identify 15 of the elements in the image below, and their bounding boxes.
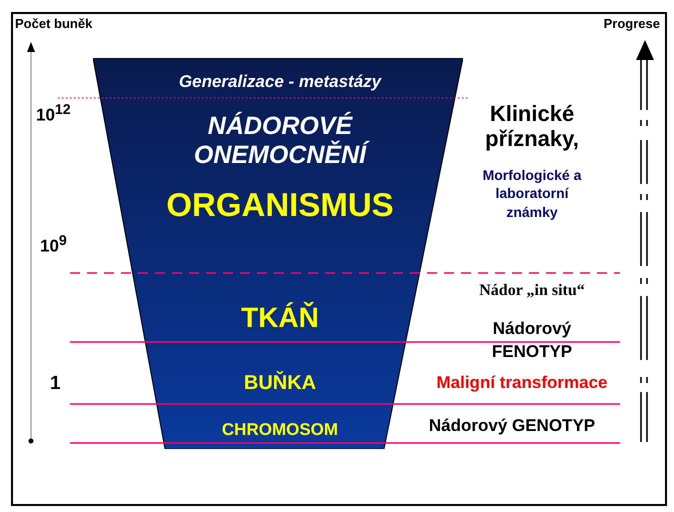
stage-text: TKÁŇ xyxy=(240,302,320,334)
heading-text: ORGANISMUS xyxy=(165,186,395,224)
stage-description: Nádorový GENOTYP xyxy=(428,416,596,436)
stage-description: Klinické příznaky, xyxy=(484,101,580,152)
stage-description: Nádor „in situ“ xyxy=(478,282,586,300)
stage-text: Generalizace - metastázy xyxy=(178,72,383,92)
stage-description: Morfologické a laboratorní známky xyxy=(482,166,582,222)
tick-label: 10$^{9}$ xyxy=(40,233,68,256)
axis-title: Počet buněk xyxy=(15,17,94,32)
stage-description: Nádorový FENOTYP xyxy=(490,318,574,363)
tick-label: 10$^{12}$ xyxy=(36,102,72,126)
tick-label: 1 xyxy=(50,373,62,395)
stage-description: Maligní transformace xyxy=(436,373,608,393)
heading-text: NÁDOROVÉ ONEMOCNĚNÍ xyxy=(170,112,390,170)
axis-title: Progrese xyxy=(602,17,660,32)
